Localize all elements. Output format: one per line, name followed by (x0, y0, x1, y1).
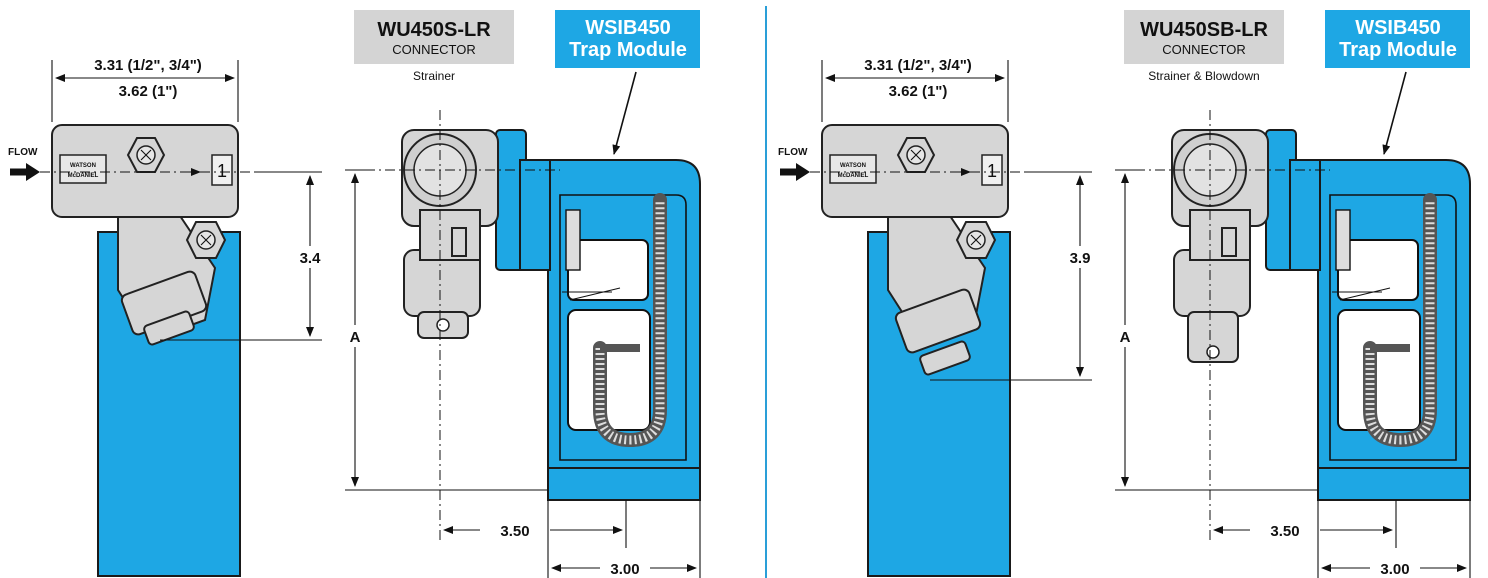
overall-dim-bg (343, 325, 367, 347)
strainer-cap (894, 288, 982, 354)
module-window-lower (567, 309, 651, 431)
strainer-front-plug (1187, 311, 1239, 363)
module-cavity (559, 194, 687, 461)
width-dim-line2: 3.62 (1") (889, 83, 948, 100)
overall-dim: A (1120, 329, 1131, 346)
module-leader-arrow (612, 71, 637, 155)
connector-type: CONNECTOR (1162, 42, 1246, 57)
port-label: 1 (987, 161, 997, 181)
module-dim: 3.00 (1380, 561, 1409, 578)
module-line1: WSIB450 (1355, 17, 1441, 39)
lower-bolt-cross-icon (970, 234, 982, 246)
u-tube-inner (1365, 200, 1435, 445)
connector-type: CONNECTOR (392, 42, 476, 57)
side-stud (451, 227, 467, 257)
module-label-box (1325, 10, 1470, 68)
float-lever (1332, 287, 1391, 301)
top-bolt-cross-icon (910, 149, 922, 161)
flange-neck (519, 159, 551, 271)
strainer-plug (143, 310, 195, 346)
connector-label-box (1124, 10, 1284, 64)
brand-line2: McDANIEL (68, 173, 99, 179)
flow-label: FLOW (8, 147, 38, 158)
connector-desc: Strainer (413, 69, 455, 83)
connector-desc: Strainer & Blowdown (1148, 69, 1259, 83)
flow-label: FLOW (778, 147, 808, 158)
depth-dim: 3.50 (500, 523, 529, 540)
width-dim-line1: 3.31 (1/2", 3/4") (864, 57, 972, 74)
brand-line1: WATSON (70, 163, 96, 169)
strainer-front-neck (1189, 209, 1251, 261)
left-assembly: WATSON McDANIEL 1 FLOW 3.31 (8, 10, 701, 578)
lower-bolt-cross-icon (200, 234, 212, 246)
trap-module-base (1317, 467, 1471, 501)
port-label: 1 (217, 161, 227, 181)
top-bolt-cross-icon (140, 149, 152, 161)
brand-plate (829, 154, 877, 184)
float-rod (1335, 209, 1351, 271)
strainer-plug (919, 340, 971, 376)
module-window-lower (1337, 309, 1421, 431)
module-dim: 3.00 (610, 561, 639, 578)
depth-dim: 3.50 (1270, 523, 1299, 540)
connector-model: WU450S-LR (377, 19, 491, 41)
flow-arrow-icon (26, 163, 40, 181)
module-leader-arrow (1382, 71, 1407, 155)
trap-module-base (547, 467, 701, 501)
connector-model: WU450SB-LR (1140, 19, 1268, 41)
float-lever (562, 287, 621, 301)
strainer-front-drain (1206, 345, 1220, 359)
port-label-box (981, 154, 1003, 186)
strainer-front-neck (419, 209, 481, 261)
module-label-box (555, 10, 700, 68)
flange-neck (1289, 159, 1321, 271)
port-label-box (211, 154, 233, 186)
connector-label-box (354, 10, 514, 64)
brand-line2: McDANIEL (838, 173, 869, 179)
height-dim: 3.9 (1070, 250, 1091, 267)
height-dim: 3.4 (300, 250, 322, 267)
width-dim-line1: 3.31 (1/2", 3/4") (94, 57, 202, 74)
width-dim-line2: 3.62 (1") (119, 83, 178, 100)
strainer-front-drain (436, 318, 450, 332)
height-dim-bg (1066, 246, 1096, 268)
module-line2: Trap Module (569, 39, 687, 61)
module-line1: WSIB450 (585, 17, 671, 39)
brand-line1: WATSON (840, 163, 866, 169)
flow-arrow-icon (796, 163, 810, 181)
module-cavity (1329, 194, 1457, 461)
side-stud (1221, 227, 1237, 257)
module-line2: Trap Module (1339, 39, 1457, 61)
float-rod (565, 209, 581, 271)
overall-dim-bg (1113, 325, 1137, 347)
height-dim-bg (296, 246, 326, 268)
overall-dim: A (350, 329, 361, 346)
u-tube-inner (595, 200, 665, 445)
right-assembly: WATSON McDANIEL 1 FLOW 3.31 (778, 10, 1471, 578)
brand-plate (59, 154, 107, 184)
